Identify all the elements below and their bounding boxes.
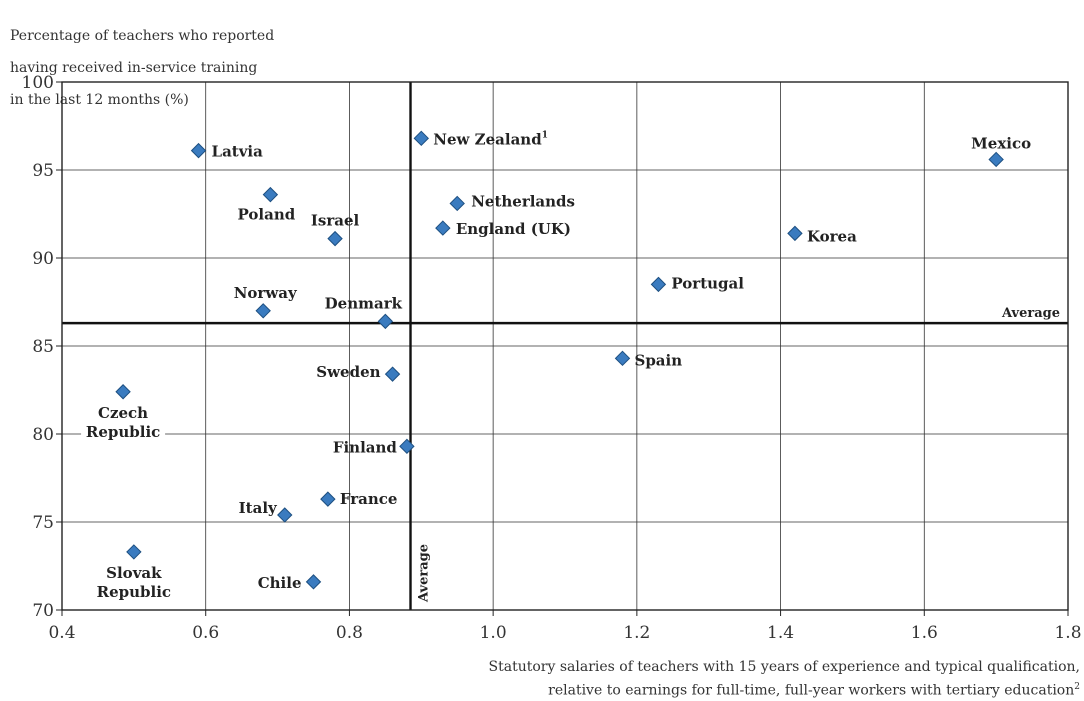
- diamond-marker: [327, 230, 343, 247]
- point-label: Korea: [807, 227, 857, 245]
- data-point: England (UK): [435, 220, 571, 238]
- diamond-marker: [320, 491, 336, 507]
- x-tick-label: 1.0: [480, 623, 507, 643]
- x-axis-title-line: Statutory salaries of teachers with 15 y…: [488, 659, 1080, 675]
- data-point: Denmark: [325, 294, 403, 330]
- diamond-marker: [262, 186, 279, 203]
- point-label: France: [340, 490, 398, 508]
- y-tick-label: 70: [32, 601, 54, 621]
- x-tick-label: 1.4: [767, 623, 794, 643]
- data-point: Latvia: [190, 142, 264, 161]
- diamond-marker: [384, 366, 401, 382]
- y-tick-label: 80: [32, 425, 54, 445]
- y-axis-title: Percentage of teachers who reported havi…: [10, 12, 310, 124]
- y-tick-label: 75: [32, 513, 54, 533]
- diamond-marker: [305, 574, 322, 590]
- footnote-marker: 1: [542, 130, 548, 140]
- tick-labels: 0.4 0.6 0.8 1.0 1.2 1.4 1.6 1.8 70 75 80 85 90 95 100: [22, 73, 1082, 643]
- diamond-marker: [255, 303, 271, 319]
- y-tick-label: 85: [32, 337, 54, 357]
- diamond-marker: [614, 350, 631, 367]
- data-point: New Zealand1: [413, 130, 548, 148]
- diamond-marker: [126, 544, 142, 560]
- diamond-marker: [435, 220, 451, 236]
- point-label: New Zealand1: [433, 130, 548, 148]
- y-tick-label: 90: [32, 249, 54, 269]
- diamond-marker: [988, 151, 1004, 168]
- data-point: France: [320, 490, 398, 508]
- point-label: Spain: [634, 351, 682, 369]
- point-label: Czech: [98, 404, 148, 422]
- x-axis-footnote: 2: [1074, 682, 1080, 692]
- average-label-x: Average: [417, 544, 432, 603]
- data-point: Mexico: [971, 134, 1031, 168]
- point-label: Mexico: [971, 134, 1031, 152]
- data-point: Netherlands: [449, 192, 575, 212]
- x-tick-label: 1.6: [911, 623, 938, 643]
- diamond-marker: [449, 195, 465, 212]
- y-axis-title-line: having received in-service training: [10, 60, 258, 76]
- diamond-marker: [650, 276, 667, 293]
- axes: [56, 81, 1069, 616]
- point-label: Latvia: [212, 143, 264, 161]
- data-point: Italy: [239, 499, 293, 523]
- data-point: Finland: [333, 438, 415, 456]
- point-label: Finland: [333, 438, 398, 456]
- x-tick-label: 0.4: [48, 623, 75, 643]
- data-point: Korea: [787, 225, 857, 245]
- diamond-marker: [399, 438, 415, 455]
- point-label: Sweden: [316, 363, 380, 381]
- x-tick-label: 0.8: [336, 623, 363, 643]
- diamond-marker: [277, 507, 293, 523]
- average-label-y: Average: [1001, 306, 1060, 321]
- y-tick-label: 95: [32, 161, 54, 181]
- y-axis-title-line: in the last 12 months (%): [10, 92, 189, 108]
- data-point: Spain: [614, 350, 682, 369]
- point-label: Poland: [238, 206, 296, 224]
- point-label: Netherlands: [471, 192, 575, 210]
- data-point: Sweden: [316, 363, 401, 382]
- diamond-marker: [190, 142, 207, 159]
- point-label: Norway: [234, 284, 298, 302]
- diamond-marker: [377, 313, 394, 330]
- x-tick-label: 0.6: [192, 623, 219, 643]
- y-axis-title-line: Percentage of teachers who reported: [10, 28, 275, 44]
- diamond-marker: [787, 225, 803, 242]
- point-label: England (UK): [456, 220, 571, 238]
- data-point: Chile: [258, 574, 322, 592]
- diamond-marker: [115, 384, 131, 400]
- x-tick-label: 1.2: [623, 623, 650, 643]
- point-label: Republic: [86, 423, 160, 441]
- label-background: [81, 403, 166, 444]
- point-label: Republic: [97, 583, 171, 601]
- data-point: Portugal: [650, 274, 744, 293]
- point-label: Denmark: [325, 294, 403, 312]
- x-axis-title: Statutory salaries of teachers with 15 y…: [320, 657, 1080, 701]
- data-point: Norway: [234, 284, 298, 319]
- point-label: Israel: [311, 212, 360, 230]
- point-label: Italy: [239, 499, 278, 517]
- x-tick-label: 1.8: [1054, 623, 1081, 643]
- x-axis-title-line: relative to earnings for full-time, full…: [320, 677, 1080, 701]
- data-point: Poland: [238, 186, 296, 224]
- plot-frame: [61, 81, 1069, 611]
- point-label: Portugal: [671, 274, 744, 292]
- grid: [62, 82, 1068, 610]
- x-axis-title-text: relative to earnings for full-time, full…: [548, 682, 1075, 699]
- point-label: Slovak: [106, 564, 162, 582]
- data-point: Israel: [311, 212, 360, 247]
- diamond-marker: [413, 130, 429, 147]
- y-tick-label: 100: [22, 73, 54, 93]
- point-label: Chile: [258, 574, 302, 592]
